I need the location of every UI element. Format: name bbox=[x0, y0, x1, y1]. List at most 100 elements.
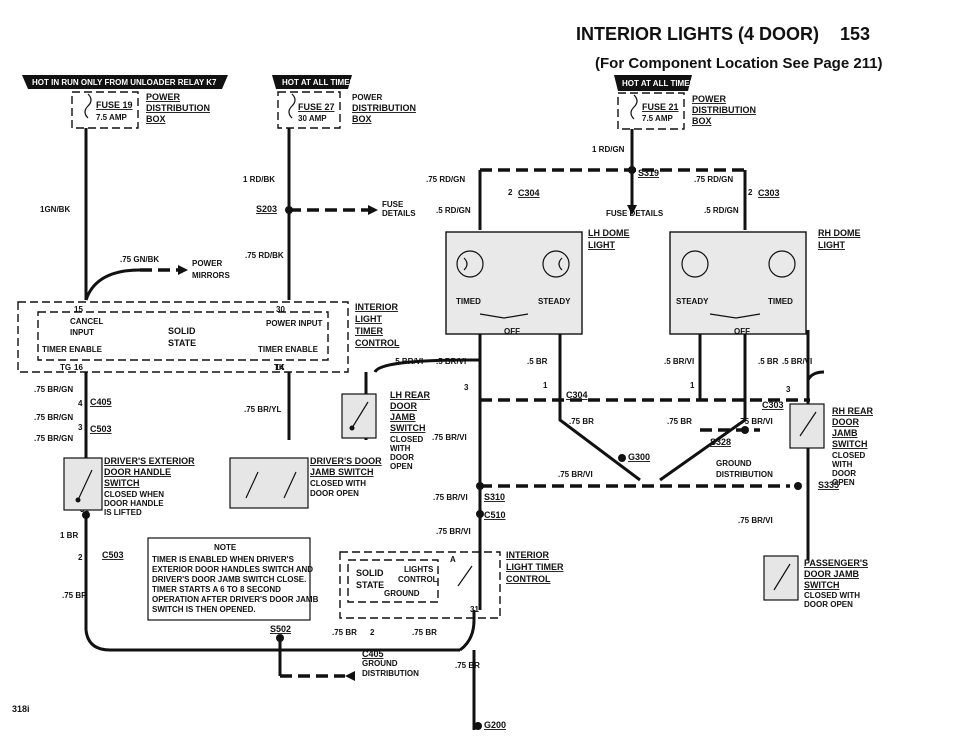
svg-text:DOOR: DOOR bbox=[390, 401, 418, 411]
svg-text:1: 1 bbox=[690, 381, 695, 390]
svg-text:WITH: WITH bbox=[832, 460, 853, 469]
svg-text:C405: C405 bbox=[90, 397, 112, 407]
svg-text:JAMB SWITCH: JAMB SWITCH bbox=[310, 467, 374, 477]
svg-text:CANCEL: CANCEL bbox=[70, 317, 103, 326]
svg-text:15: 15 bbox=[74, 305, 83, 314]
svg-text:C503: C503 bbox=[102, 550, 124, 560]
svg-text:30: 30 bbox=[276, 305, 285, 314]
power-mirrors-label: POWER MIRRORS bbox=[192, 259, 230, 280]
svg-text:1 RD/BK: 1 RD/BK bbox=[243, 175, 275, 184]
ground-distribution-bottom: GROUND DISTRIBUTION bbox=[362, 659, 419, 678]
svg-text:.75 BR/VI: .75 BR/VI bbox=[558, 470, 593, 479]
ground-labels: G300 G200 bbox=[474, 452, 650, 730]
arrows bbox=[178, 205, 637, 681]
connector-labels: C304 C303 C405 C503 C503 C304 C303 C510 … bbox=[90, 188, 784, 659]
svg-text:2: 2 bbox=[748, 188, 753, 197]
svg-text:1 RD/GN: 1 RD/GN bbox=[592, 145, 625, 154]
svg-text:SOLID: SOLID bbox=[356, 568, 384, 578]
svg-text:7.5 AMP: 7.5 AMP bbox=[96, 113, 127, 122]
page-title: INTERIOR LIGHTS (4 DOOR) bbox=[576, 24, 819, 44]
svg-text:C304: C304 bbox=[566, 390, 588, 400]
svg-text:TIMER STARTS A 6 TO 8 SECOND: TIMER STARTS A 6 TO 8 SECOND bbox=[152, 585, 281, 594]
svg-text:1GN/BK: 1GN/BK bbox=[40, 205, 70, 214]
svg-text:DOOR HANDLE: DOOR HANDLE bbox=[104, 499, 164, 508]
svg-text:DISTRIBUTION: DISTRIBUTION bbox=[692, 105, 756, 115]
svg-text:TIMER ENABLE: TIMER ENABLE bbox=[42, 345, 103, 354]
banner-left: HOT IN RUN ONLY FROM UNLOADER RELAY K7 bbox=[22, 75, 228, 89]
svg-text:DISTRIBUTION: DISTRIBUTION bbox=[716, 470, 773, 479]
svg-text:HOT AT ALL TIMES: HOT AT ALL TIMES bbox=[282, 78, 356, 87]
svg-text:MIRRORS: MIRRORS bbox=[192, 271, 230, 280]
svg-text:SWITCH IS THEN OPENED.: SWITCH IS THEN OPENED. bbox=[152, 605, 256, 614]
svg-text:3: 3 bbox=[78, 423, 83, 432]
interior-light-timer-bottom: SOLID STATE LIGHTS CONTROL GROUND INTERI… bbox=[339, 550, 564, 619]
svg-text:GROUND: GROUND bbox=[384, 589, 420, 598]
svg-text:DRIVER'S EXTERIOR: DRIVER'S EXTERIOR bbox=[104, 456, 195, 466]
svg-text:OFF: OFF bbox=[734, 327, 750, 336]
driver-exterior-handle-switch: DRIVER'S EXTERIOR DOOR HANDLE SWITCH CLO… bbox=[63, 456, 195, 517]
svg-text:.5 BR/VI: .5 BR/VI bbox=[782, 357, 812, 366]
svg-text:.5 BR/VI: .5 BR/VI bbox=[393, 357, 423, 366]
svg-text:BOX: BOX bbox=[692, 116, 712, 126]
svg-text:CONTROL: CONTROL bbox=[506, 574, 551, 584]
svg-text:G300: G300 bbox=[628, 452, 650, 462]
fuse19-box: FUSE 19 7.5 AMP POWER DISTRIBUTION BOX bbox=[71, 91, 210, 129]
svg-text:SWITCH: SWITCH bbox=[104, 478, 140, 488]
svg-text:LIGHT: LIGHT bbox=[588, 240, 615, 250]
lh-dome-light: TIMED STEADY OFF LH DOME LIGHT bbox=[445, 228, 630, 336]
svg-text:.75 BR/GN: .75 BR/GN bbox=[34, 413, 73, 422]
svg-text:.75 RD/BK: .75 RD/BK bbox=[245, 251, 284, 260]
svg-text:SOLID: SOLID bbox=[168, 326, 196, 336]
svg-text:WITH: WITH bbox=[390, 444, 411, 453]
svg-text:NOTE: NOTE bbox=[214, 543, 237, 552]
rh-rear-door-switch: RH REAR DOOR JAMB SWITCH CLOSED WITH DOO… bbox=[789, 403, 874, 487]
svg-text:FUSE DETAILS: FUSE DETAILS bbox=[606, 209, 664, 218]
svg-text:A: A bbox=[450, 555, 456, 564]
page-number: 153 bbox=[840, 24, 870, 44]
rh-dome-light: STEADY TIMED OFF RH DOME LIGHT bbox=[669, 228, 861, 336]
svg-text:LH REAR: LH REAR bbox=[390, 390, 430, 400]
svg-text:POWER: POWER bbox=[692, 94, 727, 104]
svg-text:HOT AT ALL TIMES: HOT AT ALL TIMES bbox=[622, 79, 696, 88]
svg-text:POWER INPUT: POWER INPUT bbox=[266, 319, 323, 328]
svg-text:DETAILS: DETAILS bbox=[382, 209, 416, 218]
svg-text:3: 3 bbox=[786, 385, 791, 394]
svg-text:TK: TK bbox=[274, 363, 285, 372]
fuse27-box: FUSE 27 30 AMP POWER DISTRIBUTION BOX bbox=[277, 91, 416, 129]
svg-text:C510: C510 bbox=[484, 510, 506, 520]
svg-text:SWITCH: SWITCH bbox=[832, 439, 868, 449]
svg-text:.75 GN/BK: .75 GN/BK bbox=[120, 255, 159, 264]
svg-text:.75 BR/YL: .75 BR/YL bbox=[244, 405, 281, 414]
svg-text:DOOR OPEN: DOOR OPEN bbox=[310, 489, 359, 498]
svg-text:DOOR JAMB: DOOR JAMB bbox=[804, 569, 860, 579]
svg-text:LIGHT TIMER: LIGHT TIMER bbox=[506, 562, 564, 572]
svg-text:TIMED: TIMED bbox=[768, 297, 793, 306]
svg-text:TIMED: TIMED bbox=[456, 297, 481, 306]
interior-light-timer-module: CANCEL INPUT SOLID STATE POWER INPUT TIM… bbox=[17, 301, 400, 373]
svg-text:INTERIOR: INTERIOR bbox=[506, 550, 550, 560]
svg-text:DISTRIBUTION: DISTRIBUTION bbox=[352, 103, 416, 113]
splice-dots bbox=[82, 166, 802, 642]
svg-text:PASSENGER'S: PASSENGER'S bbox=[804, 558, 868, 568]
page-code: 318i bbox=[12, 704, 30, 714]
svg-text:S310: S310 bbox=[484, 492, 505, 502]
svg-text:S502: S502 bbox=[270, 624, 291, 634]
svg-text:.75 BR: .75 BR bbox=[455, 661, 480, 670]
svg-text:3: 3 bbox=[464, 383, 469, 392]
svg-text:7.5 AMP: 7.5 AMP bbox=[642, 114, 673, 123]
wires bbox=[84, 128, 825, 730]
svg-text:JAMB: JAMB bbox=[390, 412, 416, 422]
svg-text:CLOSED WITH: CLOSED WITH bbox=[310, 479, 366, 488]
svg-text:STEADY: STEADY bbox=[538, 297, 571, 306]
fuse-details: FUSE DETAILS FUSE DETAILS bbox=[382, 200, 664, 218]
svg-text:DISTRIBUTION: DISTRIBUTION bbox=[362, 669, 419, 678]
svg-text:BOX: BOX bbox=[146, 114, 166, 124]
lh-rear-door-switch: LH REAR DOOR JAMB SWITCH CLOSED WITH DOO… bbox=[341, 390, 430, 471]
svg-text:C405: C405 bbox=[362, 649, 384, 659]
svg-text:1: 1 bbox=[543, 381, 548, 390]
svg-text:IS LIFTED: IS LIFTED bbox=[104, 508, 142, 517]
svg-text:C303: C303 bbox=[758, 188, 780, 198]
svg-text:DISTRIBUTION: DISTRIBUTION bbox=[146, 103, 210, 113]
svg-text:FUSE 21: FUSE 21 bbox=[642, 102, 679, 112]
